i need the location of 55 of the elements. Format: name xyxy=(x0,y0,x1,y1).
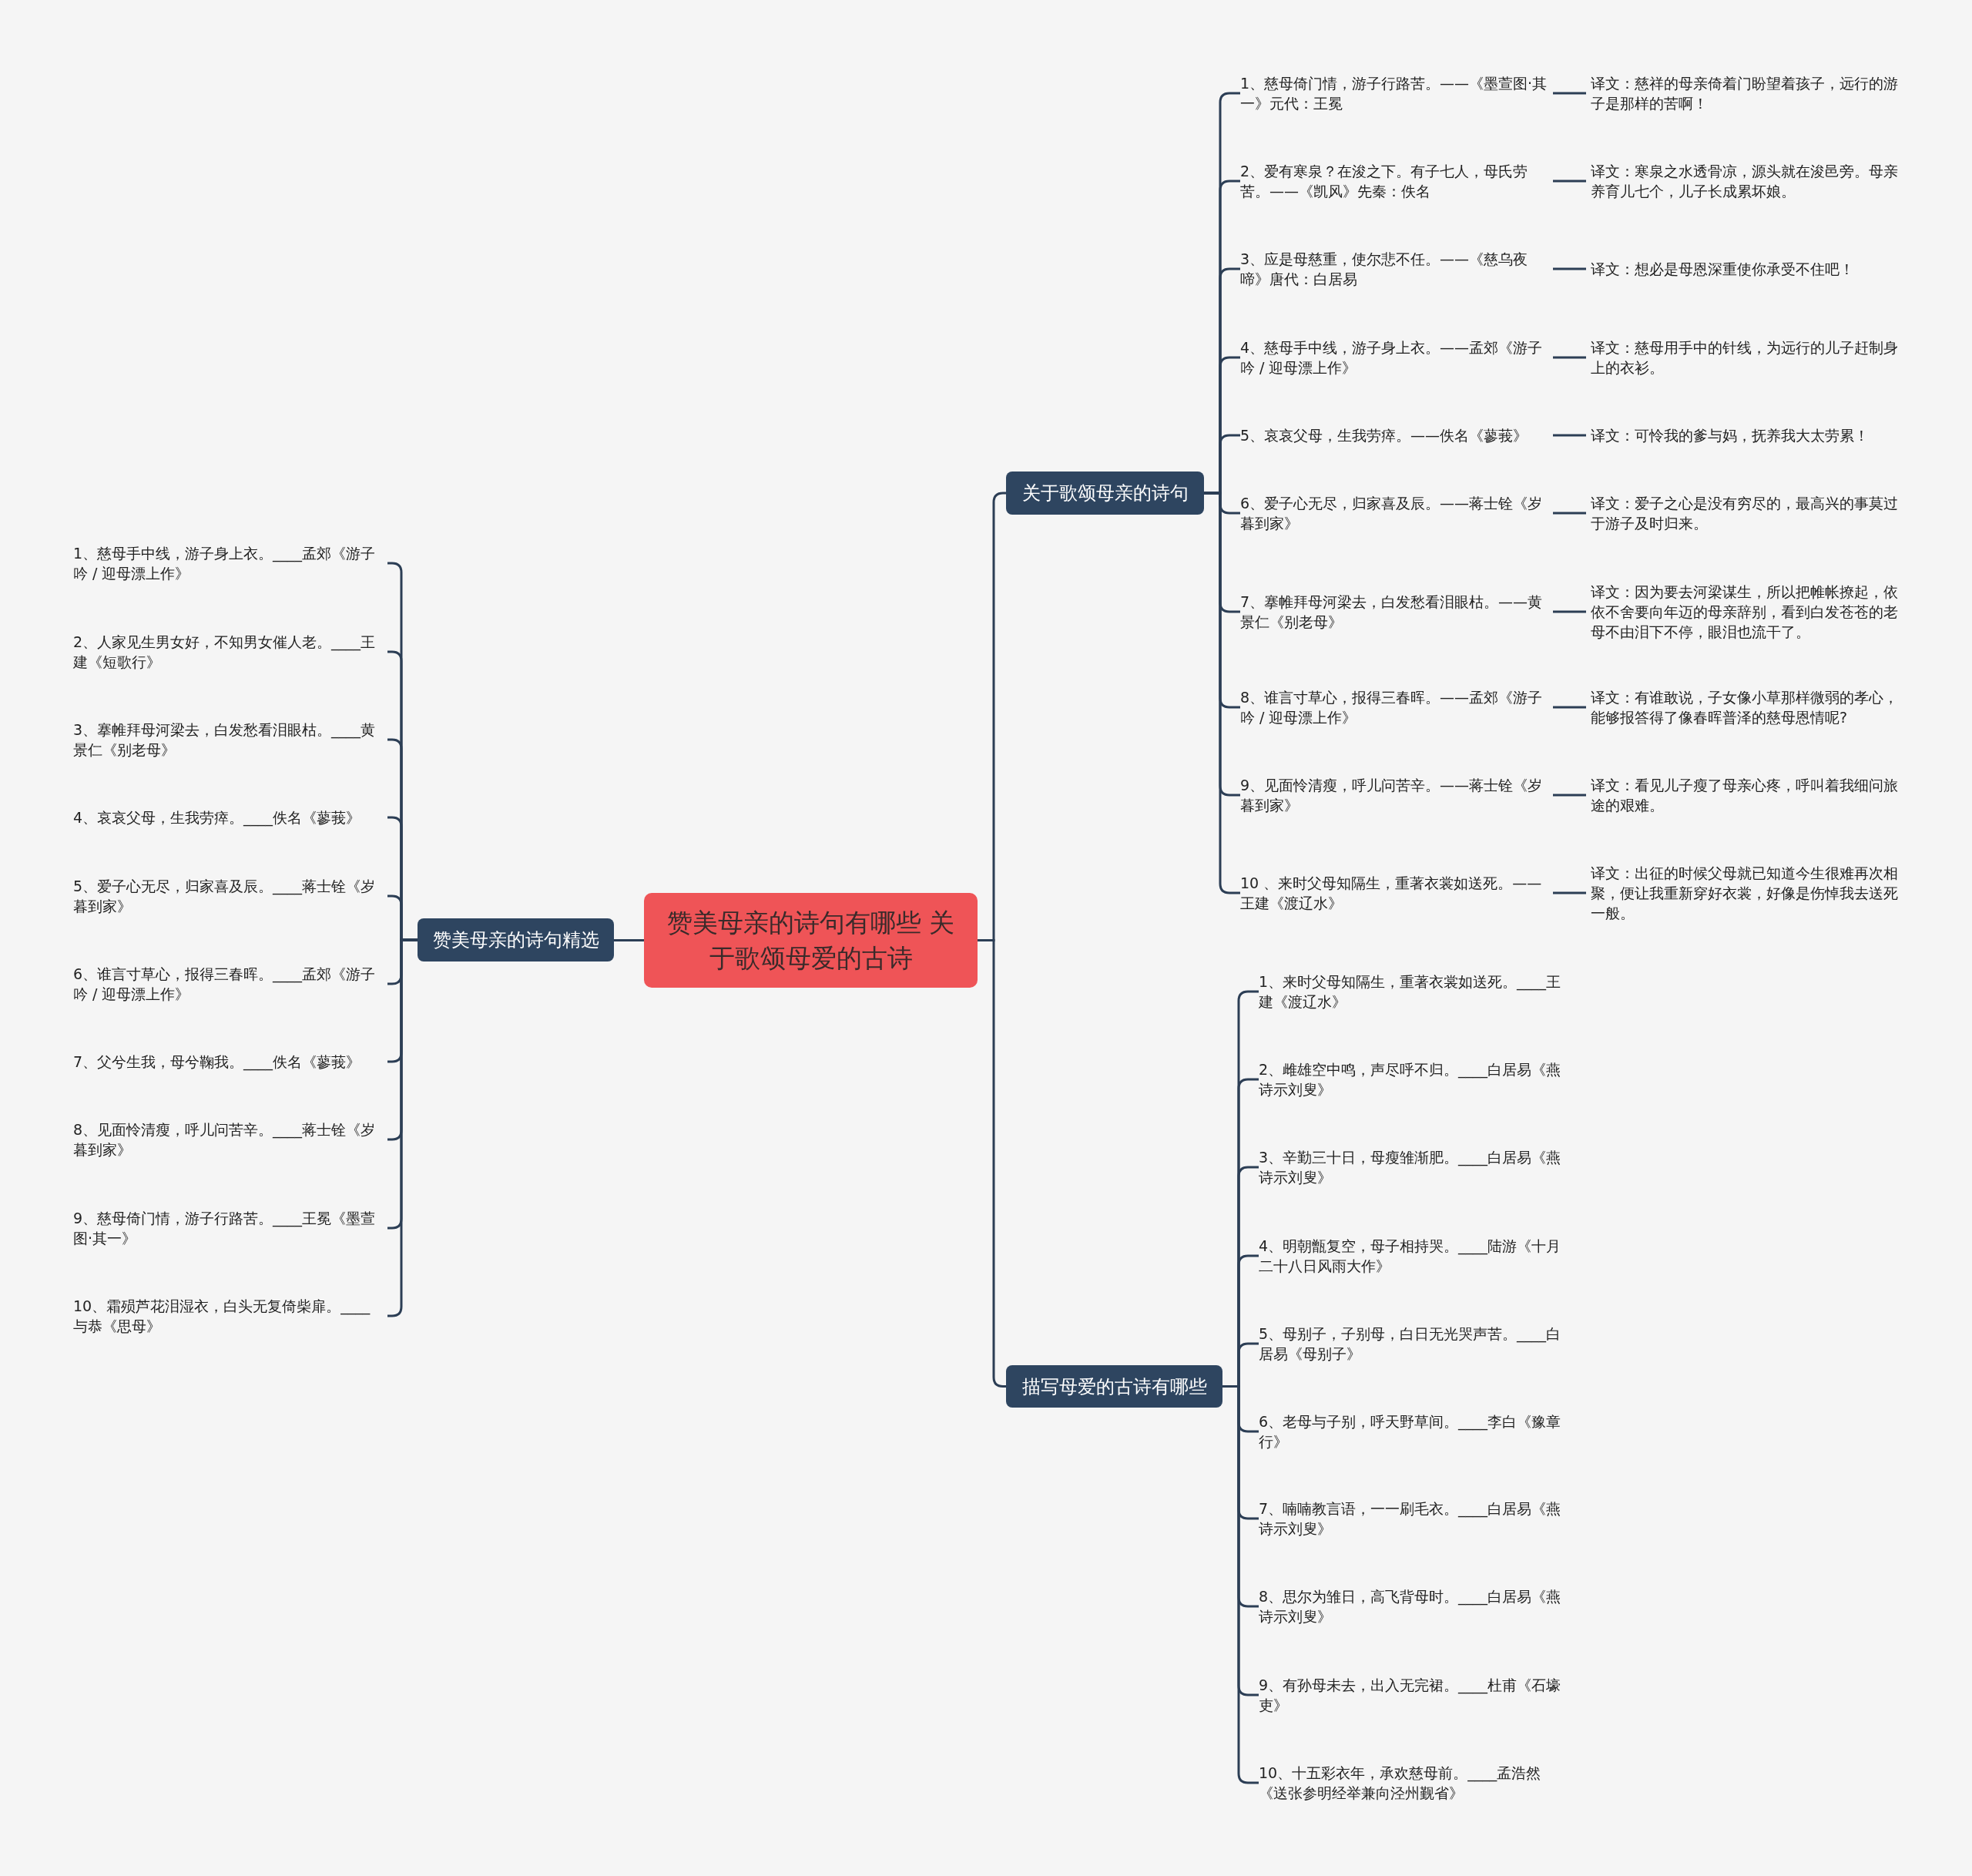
translation-text: 译文：爱子之心是没有穷尽的，最高兴的事莫过于游子及时归来。 xyxy=(1591,478,1907,548)
translation-text: 译文：有谁敢说，子女像小草那样微弱的孝心，能够报答得了像春晖普泽的慈母恩情呢? xyxy=(1591,673,1907,742)
poem-line-text: 2、人家见生男女好，不知男女催人老。____王建《短歌行》 xyxy=(73,626,381,678)
poem-line-text: 9、慈母倚门情，游子行路苦。____王冕《墨萱图·其一》 xyxy=(73,1202,381,1254)
poem-line-text: 3、辛勤三十日，母瘦雏渐肥。____白居易《燕诗示刘叟》 xyxy=(1259,1141,1567,1193)
poem-line-text: 9、见面怜清瘦，呼儿问苦辛。——蒋士铨《岁暮到家》 xyxy=(1240,764,1548,826)
translation-text: 译文：寒泉之水透骨凉，源头就在浚邑旁。母亲养育儿七个，儿子长成累坏娘。 xyxy=(1591,146,1907,216)
connector-line xyxy=(1553,92,1586,95)
translation-text: 译文：出征的时候父母就已知道今生很难再次相聚，便让我重新穿好衣裳，好像是伤悼我去送死一般。 xyxy=(1591,858,1907,928)
poem-line-text: 1、来时父母知隔生，重著衣裳如送死。____王建《渡辽水》 xyxy=(1259,965,1567,1018)
poem-line-text: 8、谁言寸草心，报得三春晖。——孟郊《游子吟 / 迎母漂上作》 xyxy=(1240,676,1548,738)
translation-text: 译文：因为要去河梁谋生，所以把帷帐撩起，依依不舍要向年迈的母亲辞别，看到白发苍苍的老母不由泪下不停，眼泪也流干了。 xyxy=(1591,577,1907,646)
connector-line xyxy=(1553,356,1586,359)
poem-line-text: 4、哀哀父母，生我劳瘁。____佚名《蓼莪》 xyxy=(73,791,381,844)
poem-line-text: 3、搴帷拜母河梁去，白发愁看泪眼枯。____黄景仁《别老母》 xyxy=(73,713,381,766)
poem-line-text: 7、喃喃教言语，一一刷毛衣。____白居易《燕诗示刘叟》 xyxy=(1259,1492,1567,1545)
poem-line-text: 10、霜殒芦花泪湿衣，白头无复倚柴扉。____与恭《思母》 xyxy=(73,1290,381,1342)
connector-line xyxy=(1553,891,1586,894)
connector-line xyxy=(1553,512,1586,515)
connector-line xyxy=(1553,267,1586,270)
poem-line-text: 8、见面怜清瘦，呼儿问苦辛。____蒋士铨《岁暮到家》 xyxy=(73,1113,381,1166)
poem-line-text: 10 、来时父母知隔生，重著衣裳如送死。——王建《渡辽水》 xyxy=(1240,862,1548,924)
poem-line-text: 5、哀哀父母，生我劳瘁。——佚名《蓼莪》 xyxy=(1240,404,1548,466)
poem-line-text: 6、爱子心无尽，归家喜及辰。——蒋士铨《岁暮到家》 xyxy=(1240,482,1548,544)
translation-text: 译文：想必是母恩深重使你承受不住吧！ xyxy=(1591,234,1907,304)
poem-line-text: 1、慈母倚门情，游子行路苦。——《墨萱图·其一》元代：王冕 xyxy=(1240,62,1548,124)
translation-text: 译文：看见儿子瘦了母亲心疼，呼叫着我细问旅途的艰难。 xyxy=(1591,760,1907,830)
poem-line-text: 1、慈母手中线，游子身上衣。____孟郊《游子吟 / 迎母漂上作》 xyxy=(73,537,381,589)
central-topic-box: 赞美母亲的诗句有哪些 关于歌颂母爱的古诗 xyxy=(644,893,978,988)
connector-line xyxy=(1553,180,1586,183)
poem-line-text: 7、搴帷拜母河梁去，白发愁看泪眼枯。——黄景仁《别老母》 xyxy=(1240,581,1548,643)
translation-text: 译文：慈母用手中的针线，为远行的儿子赶制身上的衣衫。 xyxy=(1591,323,1907,392)
poem-line-text: 7、父兮生我，母兮鞠我。____佚名《蓼莪》 xyxy=(73,1035,381,1088)
connector-line xyxy=(614,939,644,941)
poem-line-text: 5、爱子心无尽，归家喜及辰。____蒋士铨《岁暮到家》 xyxy=(73,870,381,922)
topic-box: 赞美母亲的诗句精选 xyxy=(418,918,614,961)
topic-box: 关于歌颂母亲的诗句 xyxy=(1006,472,1204,515)
poem-line-text: 8、思尔为雏日，高飞背母时。____白居易《燕诗示刘叟》 xyxy=(1259,1580,1567,1633)
poem-line-text: 5、母别子，子别母，白日无光哭声苦。____白居易《母别子》 xyxy=(1259,1317,1567,1370)
poem-line-text: 3、应是母慈重，使尔悲不任。——《慈乌夜啼》唐代：白居易 xyxy=(1240,238,1548,300)
connector-line xyxy=(1553,610,1586,613)
connector-line xyxy=(1553,794,1586,797)
poem-line-text: 4、慈母手中线，游子身上衣。——孟郊《游子吟 / 迎母漂上作》 xyxy=(1240,327,1548,388)
topic-box: 描写母爱的古诗有哪些 xyxy=(1006,1365,1222,1408)
poem-line-text: 6、谁言寸草心，报得三春晖。____孟郊《游子吟 / 迎母漂上作》 xyxy=(73,958,381,1010)
poem-line-text: 4、明朝甑复空，母子相持哭。____陆游《十月二十八日风雨大作》 xyxy=(1259,1230,1567,1282)
translation-text: 译文：可怜我的爹与妈，抚养我大太劳累！ xyxy=(1591,401,1907,470)
poem-line-text: 6、老母与子别，呼天野草间。____李白《豫章行》 xyxy=(1259,1405,1567,1458)
connector-line xyxy=(1553,434,1586,437)
connector-line xyxy=(1553,706,1586,709)
poem-line-text: 2、雌雄空中鸣，声尽呼不归。____白居易《燕诗示刘叟》 xyxy=(1259,1053,1567,1106)
poem-line-text: 10、十五彩衣年，承欢慈母前。____孟浩然《送张参明经举兼向泾州觐省》 xyxy=(1259,1757,1567,1809)
poem-line-text: 9、有孙母未去，出入无完裙。____杜甫《石壕吏》 xyxy=(1259,1669,1567,1721)
poem-line-text: 2、爱有寒泉？在浚之下。有子七人，母氏劳苦。——《凯风》先秦：佚名 xyxy=(1240,150,1548,212)
translation-text: 译文：慈祥的母亲倚着门盼望着孩子，远行的游子是那样的苦啊！ xyxy=(1591,59,1907,128)
